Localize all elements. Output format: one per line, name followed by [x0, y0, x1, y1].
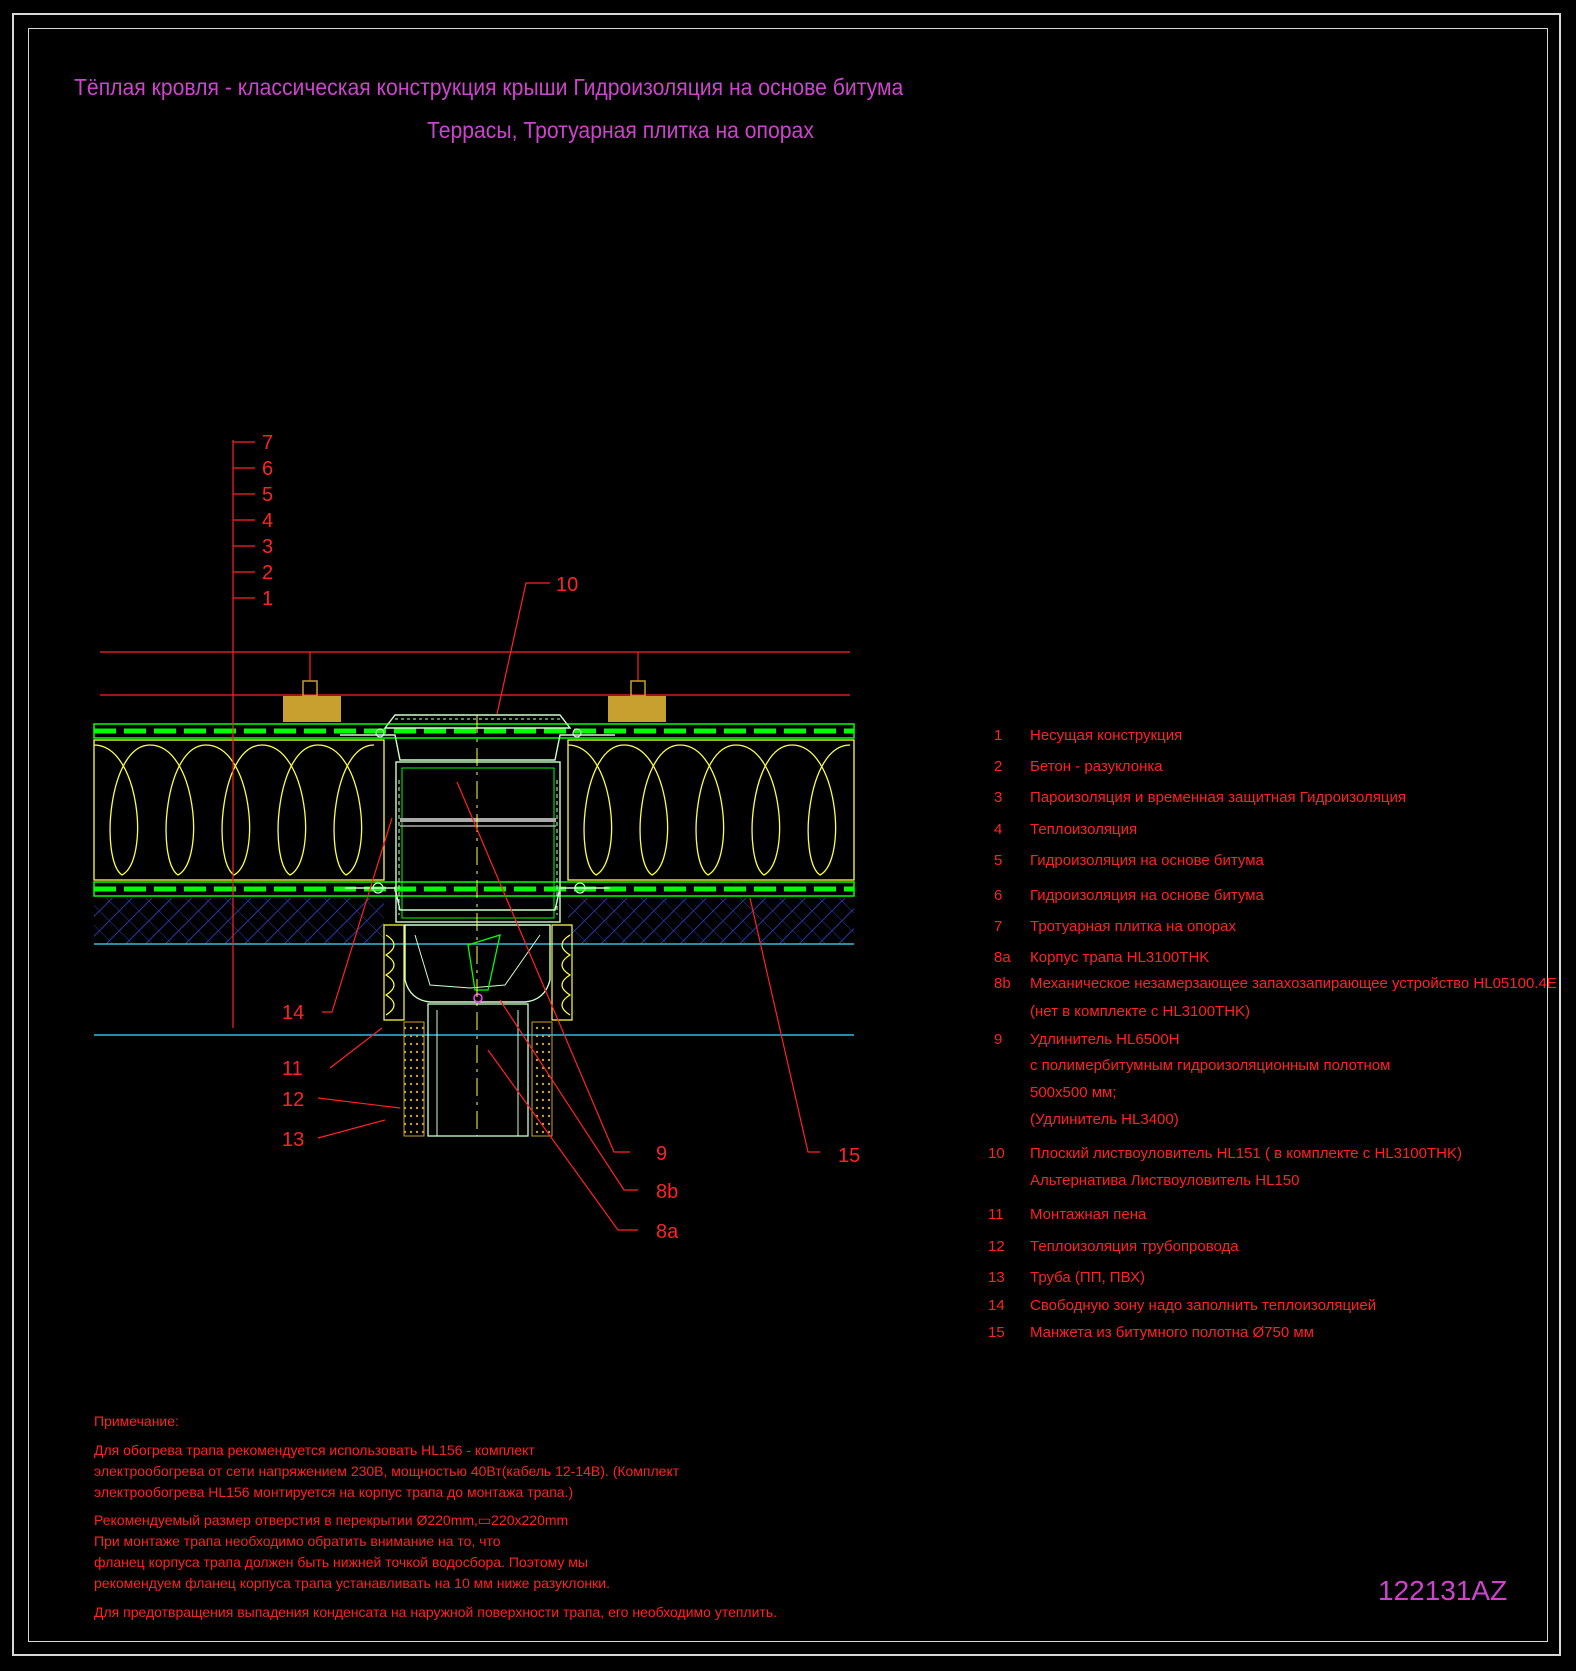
layer-numbers: 7 6 5 4 3 2 1	[262, 432, 273, 610]
note-line: Для обогрева трапа рекомендуется использ…	[94, 1442, 535, 1458]
layer-label: 5	[262, 484, 273, 506]
layer-label: 3	[262, 536, 273, 558]
legend-text: Манжета из битумного полотна Ø750 мм	[1030, 1324, 1314, 1341]
notes-heading: Примечание:	[94, 1413, 179, 1429]
legend-number: 3	[994, 789, 1003, 806]
callout-8b: 8b	[656, 1181, 678, 1203]
note-line: Для предотвращения выпадения конденсата …	[94, 1604, 778, 1620]
callout-leaders	[317, 582, 820, 1231]
callout-10: 10	[556, 574, 578, 596]
drawing-code: 122131AZ	[1378, 1575, 1508, 1606]
legend-text: с полимербитумным гидроизоляционным поло…	[1030, 1057, 1391, 1074]
legend-text: Плоский листвоуловитель HL151 ( в компле…	[1030, 1145, 1462, 1162]
callout-14: 14	[282, 1002, 304, 1024]
legend-number: 12	[988, 1238, 1005, 1255]
legend-text: Теплоизоляция	[1030, 821, 1138, 838]
thermal-insulation	[93, 739, 855, 881]
note-line: фланец корпуса трапа должен быть нижней …	[94, 1554, 588, 1570]
callout-12: 12	[282, 1089, 304, 1111]
legend-number: 7	[994, 918, 1003, 935]
paver-layer	[100, 651, 850, 722]
legend-text: Гидроизоляция на основе битума	[1030, 852, 1264, 869]
legend-number: 5	[994, 852, 1003, 869]
legend-number: 9	[994, 1031, 1003, 1048]
callout-numbers: 10 14 11 12 13 9 8b 8a 15	[282, 574, 860, 1243]
legend-number: 10	[988, 1145, 1005, 1162]
legend-text: Тротуарная плитка на опорах	[1030, 918, 1236, 935]
legend-text: (нет в комплекте с HL3100THK)	[1030, 1003, 1251, 1020]
drawing-title: Тёплая кровля - классическая конструкция…	[74, 74, 904, 100]
note-line: Рекомендуемый размер отверстия в перекры…	[94, 1512, 569, 1528]
callout-15: 15	[838, 1145, 860, 1167]
pipe-insulation	[403, 1021, 553, 1137]
legend-text: Механическое незамерзающее запахозапираю…	[1030, 975, 1557, 992]
layer-label: 6	[262, 458, 273, 480]
legend-number: 8a	[994, 949, 1011, 966]
legend-number: 2	[994, 758, 1003, 775]
note-line: рекомендуем фланец корпуса трапа устанав…	[94, 1575, 610, 1591]
mounting-foam	[383, 924, 573, 1021]
callout-8a: 8a	[656, 1221, 679, 1243]
layer-index-leader	[232, 440, 255, 1028]
legend-text: (Удлинитель HL3400)	[1030, 1111, 1179, 1128]
legend-number: 6	[994, 887, 1003, 904]
legend-text: Теплоизоляция трубопровода	[1030, 1238, 1239, 1255]
layer-label: 1	[262, 588, 273, 610]
upper-membrane	[93, 723, 855, 739]
legend-number: 13	[988, 1269, 1005, 1286]
drain-assembly	[340, 714, 615, 1137]
legend-text: Труба (ПП, ПВХ)	[1030, 1269, 1145, 1286]
inner-frame	[28, 28, 1548, 1642]
layer-label: 7	[262, 432, 273, 454]
legend-text: Свободную зону надо заполнить теплоизоля…	[1030, 1297, 1377, 1314]
layer-label: 4	[262, 510, 273, 532]
legend-text: Удлинитель HL6500H	[1030, 1031, 1180, 1048]
legend-text: Бетон - разуклонка	[1030, 758, 1163, 775]
legend-text: Монтажная пена	[1030, 1206, 1147, 1223]
legend-text: Несущая конструкция	[1030, 727, 1183, 744]
note-line: При монтаже трапа необходимо обратить вн…	[94, 1533, 501, 1549]
legend-text: 500x500 мм;	[1030, 1084, 1117, 1101]
legend-number: 11	[988, 1206, 1004, 1223]
drawing-subtitle: Террасы, Тротуарная плитка на опорах	[427, 117, 814, 143]
legend-number: 14	[988, 1297, 1005, 1314]
callout-9: 9	[656, 1143, 667, 1165]
layer-label: 2	[262, 562, 273, 584]
legend-text: Пароизоляция и временная защитная Гидрои…	[1030, 789, 1406, 806]
outer-frame	[12, 13, 1561, 1656]
callout-11: 11	[282, 1058, 303, 1080]
legend-text: Альтернатива Листвоуловитель HL150	[1030, 1172, 1300, 1189]
legend-number: 8b	[994, 975, 1011, 992]
callout-13: 13	[282, 1129, 304, 1151]
legend-number: 1	[994, 727, 1003, 744]
note-line: электрообогрева от сети напряжением 230В…	[94, 1463, 680, 1479]
legend-text: Корпус трапа HL3100THK	[1030, 949, 1210, 966]
vapour-barrier	[93, 881, 855, 897]
concrete-screed	[94, 898, 854, 1036]
legend-text: Гидроизоляция на основе битума	[1030, 887, 1264, 904]
note-line: электрообогрева HL156 монтируется на кор…	[94, 1484, 574, 1500]
legend-number: 4	[994, 821, 1003, 838]
legend-number: 15	[988, 1324, 1005, 1341]
